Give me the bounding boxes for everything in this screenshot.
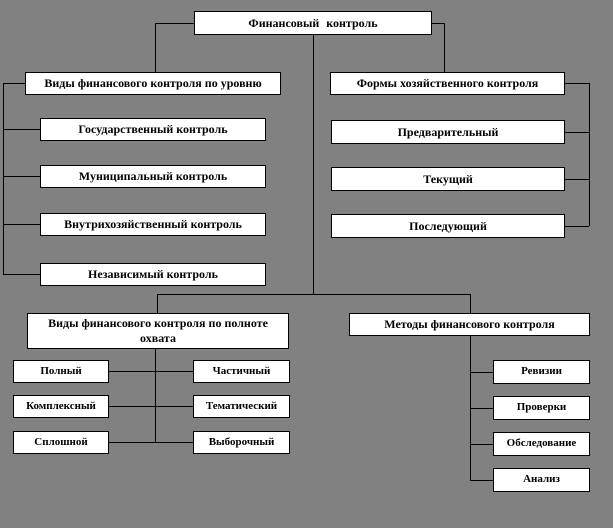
connector-line <box>109 442 193 443</box>
node-thematic: Тематический <box>193 395 290 418</box>
node-methods-header: Методы финансового контроля <box>349 313 590 336</box>
node-types-by-level-header: Виды финансового контроля по уровню <box>25 72 281 95</box>
node-subsequent: Последующий <box>331 214 565 238</box>
node-financial-control: Финансовый контроль <box>194 11 432 35</box>
connector-line <box>155 23 194 24</box>
node-checks: Проверки <box>493 396 590 420</box>
node-revisions: Ревизии <box>493 360 590 384</box>
connector-line <box>470 480 493 481</box>
node-economic-control-forms-header: Формы хозяйственного контроля <box>330 72 565 95</box>
connector-line <box>3 274 40 275</box>
node-municipal-control: Муниципальный контроль <box>40 165 266 188</box>
node-state-control: Государственный контроль <box>40 118 266 141</box>
node-partial: Частичный <box>193 360 290 383</box>
connector-line <box>3 224 40 225</box>
connector-line <box>444 23 445 72</box>
node-preliminary: Предварительный <box>331 120 565 144</box>
node-examination: Обследование <box>493 432 590 456</box>
node-internal-control: Внутрихозяйственный контроль <box>40 213 266 236</box>
connector-line <box>157 294 158 313</box>
connector-line <box>3 129 40 130</box>
node-full: Полный <box>13 360 109 383</box>
connector-line <box>109 371 193 372</box>
connector-line <box>155 23 156 72</box>
connector-line <box>157 294 471 295</box>
connector-line <box>470 294 471 313</box>
node-coverage-types-header: Виды финансового контроля по полноте охв… <box>27 313 289 349</box>
connector-line <box>313 35 314 294</box>
node-complex: Комплексный <box>13 395 109 418</box>
connector-line <box>470 444 493 445</box>
node-current: Текущий <box>331 167 565 191</box>
connector-line <box>470 408 493 409</box>
connector-line <box>470 372 493 373</box>
connector-line <box>432 23 445 24</box>
node-independent-control: Независимый контроль <box>40 263 266 286</box>
node-continuous: Сплошной <box>13 431 109 454</box>
connector-line <box>565 83 589 84</box>
connector-line <box>589 83 590 226</box>
connector-line <box>155 349 156 443</box>
connector-line <box>3 176 40 177</box>
connector-line <box>109 406 193 407</box>
connector-line <box>565 226 589 227</box>
connector-line <box>3 83 4 275</box>
connector-line <box>3 83 25 84</box>
connector-line <box>565 179 589 180</box>
node-analysis: Анализ <box>493 468 590 492</box>
node-selective: Выборочный <box>193 431 290 454</box>
connector-line <box>565 132 589 133</box>
